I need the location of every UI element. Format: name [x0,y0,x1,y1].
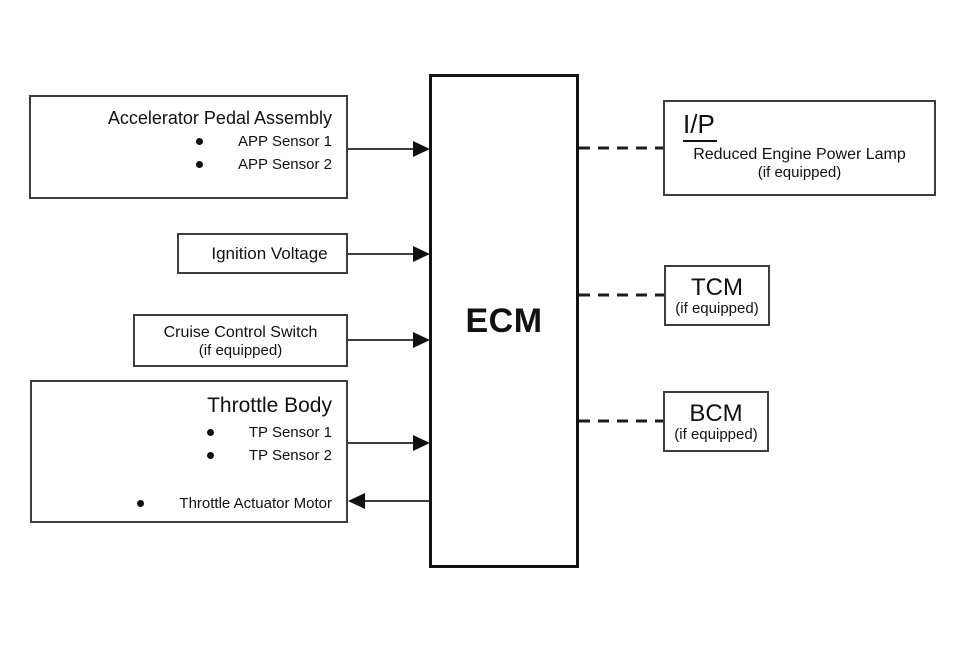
ip-if-equipped-label: (if equipped) [757,164,842,181]
spacer [32,467,332,492]
bcm-box: BCM (if equipped) [663,391,769,452]
ignition-voltage-label: Ignition Voltage [211,243,328,263]
bcm-label: BCM [689,399,743,427]
arrowhead-icon [413,332,430,348]
accelerator-pedal-assembly-box: Accelerator Pedal Assembly APP Sensor 1 … [29,95,348,199]
ip-box: I/P Reduced Engine Power Lamp (if equipp… [663,100,936,196]
ecm-label: ECM [465,301,543,340]
accelerator-pedal-assembly-title: Accelerator Pedal Assembly [107,108,332,128]
ecm-box: ECM [429,74,579,568]
throttle-body-box: Throttle Body TP Sensor 1 TP Sensor 2 Th… [30,380,348,523]
list-item: APP Sensor 1 [31,130,332,153]
list-item: APP Sensor 2 [31,153,332,176]
tcm-box: TCM (if equipped) [664,265,770,326]
ignition-to-ecm-connector [348,246,430,262]
arrowhead-icon [413,141,430,157]
app-sensor-1-label: APP Sensor 1 [238,133,332,150]
arrowhead-icon [413,246,430,262]
cruise-control-switch-label: Cruise Control Switch [163,323,318,341]
ip-title: I/P [683,109,717,142]
accelerator-to-ecm-connector [348,141,430,157]
bcm-if-equipped-label: (if equipped) [674,425,758,443]
cruise-to-ecm-connector [348,332,430,348]
list-item: Throttle Actuator Motor [32,492,332,515]
bullet-icon [196,138,204,145]
bullet-icon [206,429,214,436]
app-sensor-2-label: APP Sensor 2 [238,156,332,173]
tcm-if-equipped-label: (if equipped) [675,299,759,317]
tcm-label: TCM [691,273,743,301]
throttle-actuator-motor-label: Throttle Actuator Motor [179,495,332,512]
bullet-icon [206,452,214,459]
cruise-control-switch-box: Cruise Control Switch (if equipped) [133,314,348,367]
bullet-icon [137,500,145,507]
arrowhead-icon [413,435,430,451]
ecm-to-throttle-motor-connector [348,493,429,509]
tp-sensor-1-label: TP Sensor 1 [248,424,332,441]
ignition-voltage-box: Ignition Voltage [177,233,348,274]
throttle-body-title: Throttle Body [207,394,332,417]
reduced-engine-power-lamp-label: Reduced Engine Power Lamp [693,146,906,163]
tp-sensors-to-ecm-connector [348,435,430,451]
tp-sensor-2-label: TP Sensor 2 [248,447,332,464]
list-item: TP Sensor 1 [32,421,332,444]
cruise-if-equipped-label: (if equipped) [198,341,283,359]
arrowhead-icon [348,493,365,509]
bullet-icon [196,161,204,168]
list-item: TP Sensor 2 [32,444,332,467]
